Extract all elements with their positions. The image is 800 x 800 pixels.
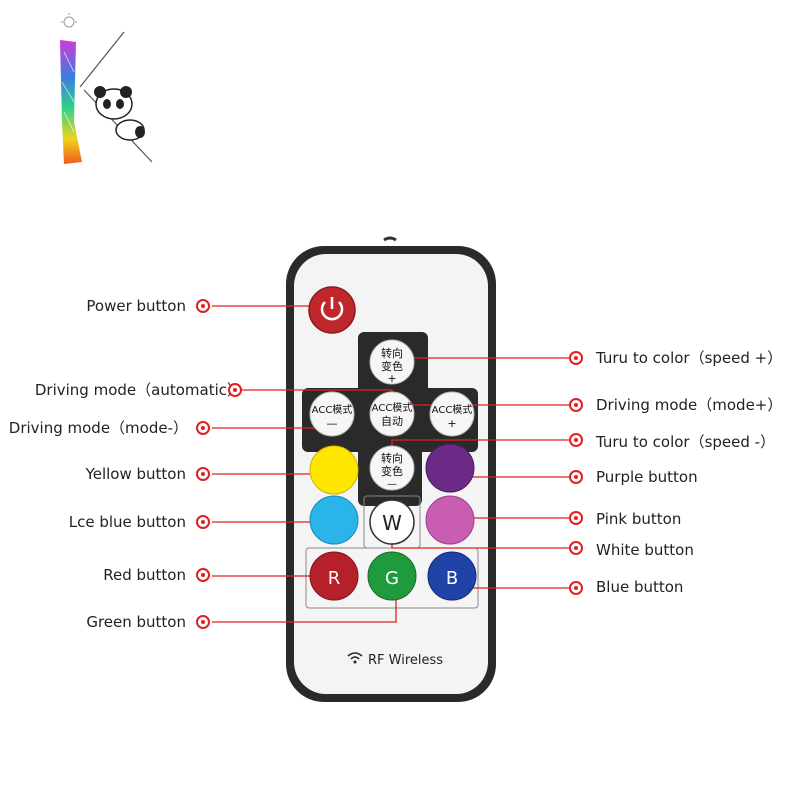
turn-color-plus-button[interactable]: 转向 变色 + (369, 339, 415, 385)
btn-acc-auto-line1: ACC模式 (372, 401, 413, 414)
purple-button[interactable] (425, 443, 475, 493)
rf-wireless-label: RF Wireless (368, 653, 443, 668)
label-turu-plus: Turu to color（speed +） (596, 349, 783, 367)
marker-purple (569, 470, 583, 484)
turn-color-minus-button[interactable]: 转向 变色 — (369, 445, 415, 491)
yellow-button[interactable] (309, 445, 359, 495)
white-button[interactable]: W (369, 499, 415, 545)
acc-mode-auto-button[interactable]: ACC模式 自动 (369, 391, 415, 437)
label-driving-plus: Driving mode（mode+） (596, 396, 783, 414)
label-pink: Pink button (596, 510, 682, 528)
label-driving-minus: Driving mode（mode-） (8, 419, 188, 437)
label-turu-minus: Turu to color（speed -） (596, 433, 776, 451)
btn-acc-plus-line1: ACC模式 (432, 403, 473, 416)
marker-driving-auto (228, 383, 242, 397)
label-white: White button (596, 541, 694, 559)
btn-acc-minus-line1: ACC模式 (312, 403, 353, 416)
marker-power (196, 299, 210, 313)
marker-driving-plus (569, 398, 583, 412)
marker-lce-blue (196, 515, 210, 529)
label-red: Red button (103, 566, 186, 584)
red-button[interactable]: R (309, 551, 359, 601)
marker-turu-minus (569, 433, 583, 447)
label-blue: Blue button (596, 578, 684, 596)
green-button[interactable]: G (367, 551, 417, 601)
acc-mode-plus-button[interactable]: ACC模式 + (429, 391, 475, 437)
panda-icon (94, 86, 145, 141)
power-icon (320, 301, 344, 321)
btn-top-line2: 变色 (381, 359, 403, 373)
pink-button[interactable] (425, 495, 475, 545)
green-button-label: G (385, 568, 399, 589)
lce-blue-button[interactable] (309, 495, 359, 545)
marker-green (196, 615, 210, 629)
btn-top-line3: + (387, 372, 396, 385)
marker-blue (569, 581, 583, 595)
blue-button[interactable]: B (427, 551, 477, 601)
brand-logo (60, 13, 153, 164)
wifi-icon (347, 652, 363, 664)
label-driving-auto: Driving mode（automatic） (34, 381, 242, 399)
marker-driving-minus (196, 421, 210, 435)
btn-acc-minus-line2: — (327, 417, 338, 430)
marker-pink (569, 511, 583, 525)
btn-top-line1: 转向 (381, 346, 403, 360)
red-button-label: R (328, 568, 341, 589)
acc-mode-minus-button[interactable]: ACC模式 — (309, 391, 355, 437)
btn-bottom-line3: — (387, 479, 397, 490)
power-button[interactable] (308, 286, 356, 334)
label-purple: Purple button (596, 468, 698, 486)
btn-acc-auto-line2: 自动 (381, 415, 403, 428)
lightbulb-icon (61, 13, 77, 28)
label-power: Power button (86, 297, 186, 315)
blue-button-label: B (446, 568, 458, 589)
white-button-label: W (382, 511, 402, 535)
marker-yellow (196, 467, 210, 481)
btn-bottom-line2: 变色 (381, 464, 403, 478)
marker-red (196, 568, 210, 582)
label-yellow: Yellow button (85, 465, 186, 483)
btn-bottom-line1: 转向 (381, 451, 403, 465)
marker-turu-plus (569, 351, 583, 365)
btn-acc-plus-line2: + (447, 417, 456, 430)
label-lce-blue: Lce blue button (68, 513, 186, 531)
label-green: Green button (86, 613, 186, 631)
marker-white (569, 541, 583, 555)
